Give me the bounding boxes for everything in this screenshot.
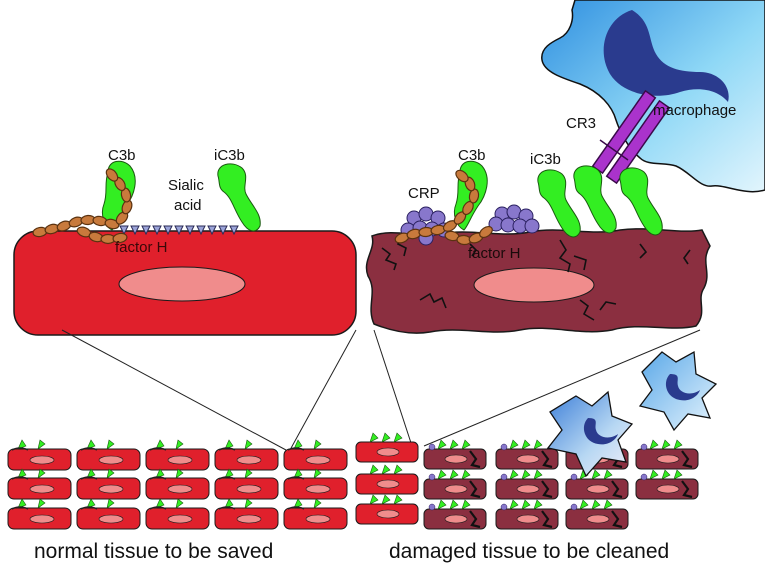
factor-h-chain-right	[394, 169, 493, 246]
damaged-cell-small	[423, 469, 487, 500]
sialic-acid-markers	[119, 225, 239, 236]
crp-cluster-right	[488, 204, 540, 234]
healthy-cell-small	[214, 468, 279, 500]
damaged-cell-small	[565, 469, 629, 500]
label-crp: CRP	[408, 185, 440, 202]
healthy-cell-small	[7, 498, 72, 530]
damaged-cell-small	[423, 499, 487, 530]
label-macrophage: macrophage	[653, 102, 736, 119]
label-ic3b-right: iC3b	[530, 151, 561, 168]
label-sialic-line2: acid	[174, 197, 202, 214]
label-c3b-left: C3b	[108, 147, 136, 164]
label-ic3b-left: iC3b	[214, 147, 245, 164]
caption-damaged-tissue: damaged tissue to be cleaned	[389, 540, 670, 563]
zoom-lines	[61, 329, 701, 451]
damaged-cell-small	[565, 499, 629, 530]
label-c3b-right: C3b	[458, 147, 486, 164]
healthy-cell-small	[145, 498, 210, 530]
ic3b-molecule-right-3	[619, 167, 663, 236]
damaged-cell-small	[495, 469, 559, 500]
mini-macrophage-right	[638, 350, 718, 432]
damaged-cell-small	[495, 439, 559, 470]
damaged-tissue-grid	[355, 432, 699, 530]
ic3b-molecule-right-1	[537, 169, 581, 238]
healthy-cell-small	[355, 432, 419, 463]
damaged-cell-small	[635, 439, 699, 470]
damage-cracks	[381, 235, 691, 321]
damaged-cell-small	[495, 499, 559, 530]
ic3b-molecule-right-2	[573, 165, 617, 234]
healthy-cell-small	[214, 439, 279, 471]
healthy-cell-large	[13, 230, 357, 336]
healthy-cell-small	[76, 498, 141, 530]
healthy-cell-small	[214, 498, 279, 530]
label-cr3: CR3	[566, 115, 596, 132]
healthy-cell-small	[7, 439, 72, 471]
healthy-cell-small	[355, 464, 419, 495]
label-factor-h-right: factor H	[468, 245, 521, 262]
healthy-cell-small	[76, 439, 141, 471]
healthy-cell-small	[283, 468, 348, 500]
healthy-cell-small	[145, 468, 210, 500]
mini-macrophage-left	[546, 390, 634, 478]
caption-normal-tissue: normal tissue to be saved	[34, 540, 274, 563]
damaged-cell-small	[635, 469, 699, 500]
healthy-cell-small	[7, 468, 72, 500]
damaged-cell-large	[365, 228, 711, 334]
label-sialic-line1: Sialic	[168, 177, 204, 194]
ic3b-molecule-left	[217, 163, 261, 232]
healthy-cell-small	[145, 439, 210, 471]
healthy-cell-small	[283, 439, 348, 471]
label-factor-h-left: factor H	[115, 239, 168, 256]
healthy-tissue-grid	[7, 439, 348, 530]
healthy-cell-small	[76, 468, 141, 500]
healthy-cell-small	[355, 494, 419, 525]
factor-h-chain-left	[32, 168, 133, 245]
healthy-cell-small	[283, 498, 348, 530]
damaged-cell-small	[423, 439, 487, 470]
